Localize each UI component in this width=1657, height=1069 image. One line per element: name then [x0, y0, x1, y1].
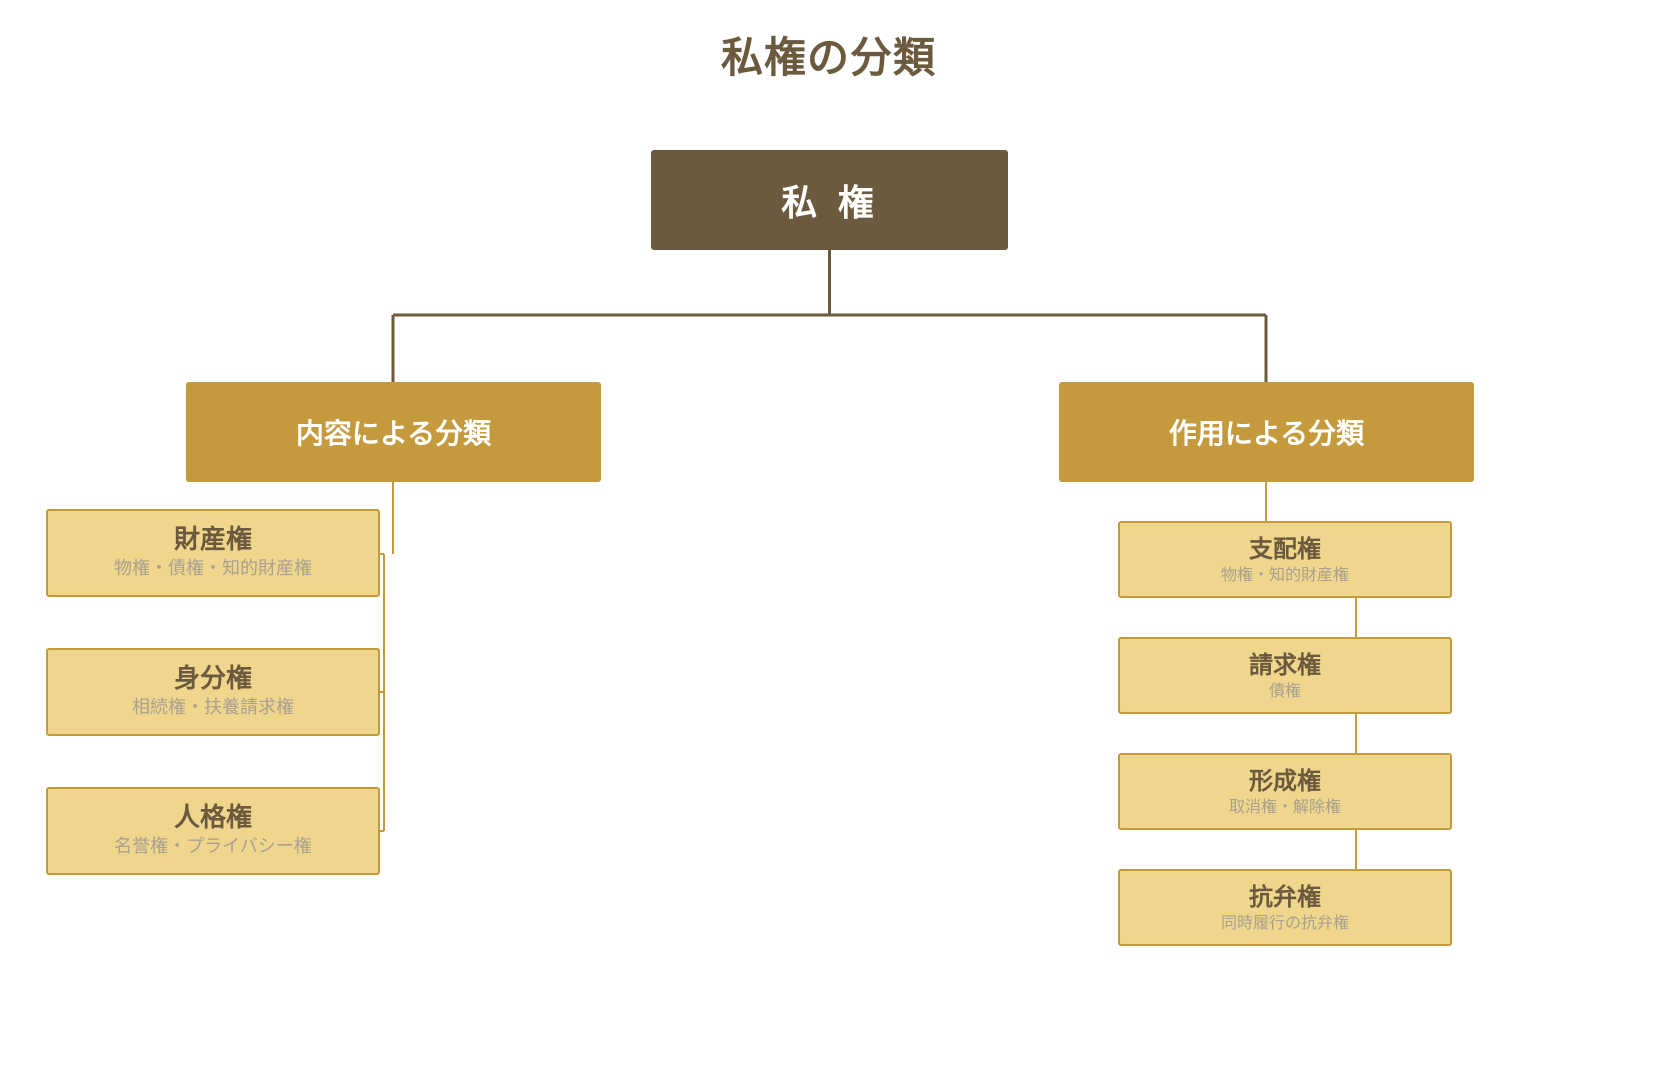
leaf-dominion-right: 支配権 物権・知的財産権: [1118, 521, 1452, 598]
leaf-formation-right: 形成権 取消権・解除権: [1118, 753, 1452, 830]
leaf-defense-right: 抗弁権 同時履行の抗弁権: [1118, 869, 1452, 946]
category-function-label: 作用による分類: [1168, 417, 1365, 450]
leaf-examples: 物権・債権・知的財産権: [114, 558, 312, 579]
leaf-claim-right: 請求権 債権: [1118, 637, 1452, 714]
category-content-label: 内容による分類: [295, 417, 492, 450]
leaf-name: 支配権: [1249, 534, 1321, 563]
leaf-examples: 取消権・解除権: [1228, 796, 1341, 816]
leaf-examples: 名誉権・プライバシー権: [114, 836, 312, 857]
category-content: 内容による分類: [186, 382, 601, 482]
leaf-name: 財産権: [173, 525, 252, 555]
leaf-examples: 債権: [1268, 680, 1301, 700]
leaf-name: 請求権: [1249, 650, 1321, 679]
diagram-title: 私権の分類: [720, 33, 936, 82]
leaf-examples: 同時履行の抗弁権: [1220, 912, 1349, 932]
leaf-personality-right: 人格権 名誉権・プライバシー権: [46, 787, 380, 875]
leaf-status-right: 身分権 相続権・扶養請求権: [46, 648, 380, 736]
leaf-name: 抗弁権: [1249, 882, 1321, 911]
leaf-examples: 物権・知的財産権: [1220, 564, 1349, 584]
root-node: 私 権: [651, 150, 1008, 250]
leaf-name: 形成権: [1249, 766, 1321, 795]
category-function: 作用による分類: [1059, 382, 1474, 482]
leaf-property-right: 財産権 物権・債権・知的財産権: [46, 509, 380, 597]
leaf-name: 人格権: [173, 803, 252, 833]
root-label: 私 権: [781, 183, 878, 224]
leaf-name: 身分権: [173, 664, 252, 694]
leaf-examples: 相続権・扶養請求権: [132, 697, 294, 718]
